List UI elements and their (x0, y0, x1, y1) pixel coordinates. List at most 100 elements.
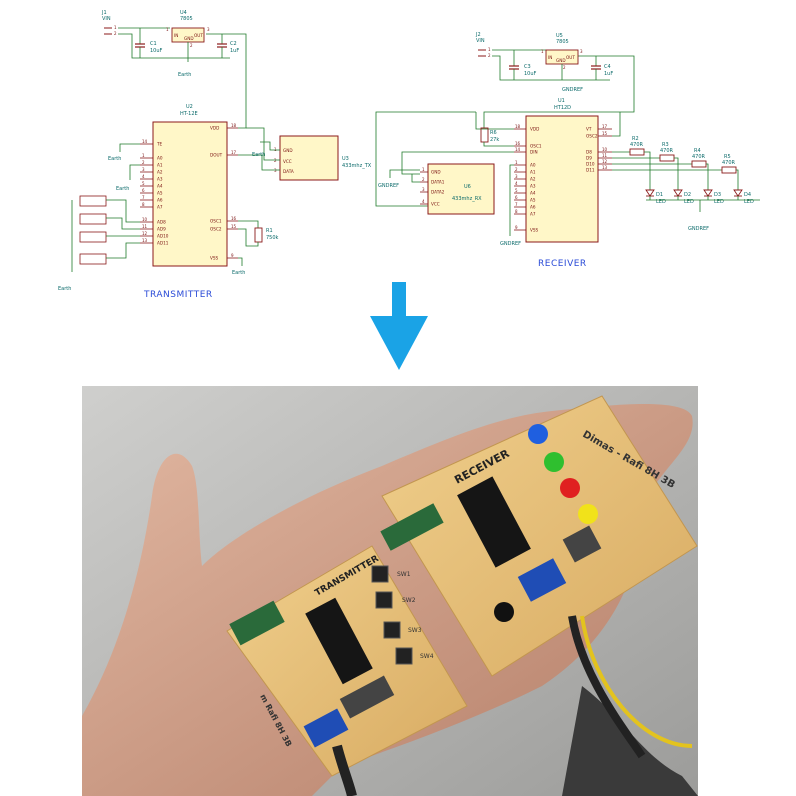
led-yellow (578, 504, 598, 524)
output-resistor-value: 470R (692, 154, 706, 160)
u1-pin-num: 9 (515, 225, 518, 230)
j1-value: VIN (102, 16, 111, 22)
u2-ref: U2 (186, 104, 193, 110)
u2-pin-name: TE (156, 142, 163, 147)
u6-pin-name: VCC (431, 202, 440, 207)
c3-value: 10uF (524, 71, 537, 77)
u2-pin-num: 7 (142, 195, 145, 200)
u1-value: HT12D (554, 105, 571, 111)
u4-out: OUT (194, 33, 203, 38)
u2-pin-name: OSC1 (210, 219, 222, 224)
u2-pin-num: 3 (142, 167, 145, 172)
output-wire (674, 157, 679, 190)
u2-pin-num: 2 (142, 160, 145, 165)
output-resistor-value: 470R (660, 148, 674, 154)
u2-pin-name: AD11 (157, 241, 169, 246)
j1-pin2: 2 (114, 31, 117, 36)
u1-pin-name: D11 (586, 168, 595, 173)
u1-pin-num: 7 (515, 202, 518, 207)
u2-pin-num: 14 (142, 139, 148, 144)
u4-value: 7805 (180, 16, 193, 22)
u6-pin-name: GND (431, 170, 441, 175)
u1-pin-num: 16 (515, 141, 521, 146)
u3-ref: U3 (342, 156, 349, 162)
u2-pin-num: 17 (231, 150, 237, 155)
u2-pin-num: 10 (142, 217, 148, 222)
led-value: LED (684, 199, 694, 205)
output-resistor-ref: R5 (724, 154, 731, 160)
j1-pin1: 1 (114, 25, 117, 30)
u2-pin-num: 8 (142, 202, 145, 207)
tx-switches (79, 195, 107, 265)
output-wire (736, 169, 739, 190)
u1-ic (525, 115, 599, 243)
u1-pin-num: 1 (515, 160, 518, 165)
u1-pin-num: 17 (602, 124, 608, 129)
u1-pin-name: OSC2 (586, 134, 598, 139)
u1-pin-num: 5 (515, 188, 518, 193)
schematic-diagram: J1 VIN 1 2 U4 7805 IN OUT GND 1 3 2 Eart… (58, 10, 760, 300)
u2-pin-num: 13 (142, 238, 148, 243)
tx-sw-label-2: SW2 (402, 597, 416, 604)
u5-pin3: 3 (580, 49, 583, 54)
u2-pin-num: 12 (142, 231, 148, 236)
u1-pin-num: 4 (515, 181, 518, 186)
led-blue (528, 424, 548, 444)
u6-pin-num: 1 (422, 167, 425, 172)
u6-value: 433mhz_RX (452, 196, 482, 202)
output-wire (644, 151, 651, 190)
u2-te-earth: Earth (108, 156, 121, 162)
u5-gndref: GNDREF (562, 87, 583, 93)
r6-value: 27k (490, 137, 499, 143)
u1-pin-num: 8 (515, 209, 518, 214)
u2-pin-name: VDD (210, 126, 219, 131)
led-symbol (645, 189, 655, 197)
j2-value: VIN (476, 38, 485, 44)
u3-pin2-num: 2 (274, 158, 277, 163)
u1-pin-num: 2 (515, 167, 518, 172)
u6-pin-name: DATA2 (431, 190, 445, 195)
u2-addr-earth: Earth (116, 186, 129, 192)
u4-gnd: GND (184, 36, 194, 41)
u2-pin-num: 9 (231, 253, 234, 258)
u1-pin-name: OSC1 (530, 144, 542, 149)
output-resistor-value: 470R (630, 142, 644, 148)
tx-switch-3 (383, 621, 401, 639)
c2-value: 1uF (230, 48, 239, 54)
u3-module (279, 135, 339, 181)
c4-ref: C4 (604, 64, 611, 70)
u6-module (427, 163, 495, 215)
u1-pin-name: A2 (530, 177, 536, 182)
u5-value: 7805 (556, 39, 569, 45)
u1-pin-name: VDD (530, 127, 539, 132)
u5-in: IN (548, 55, 552, 60)
u4-pin1: 1 (166, 27, 169, 32)
u2-pin-name: AD9 (157, 227, 166, 232)
tx-sw-label-3: SW3 (408, 627, 422, 634)
tx-switch-4 (395, 647, 413, 665)
vss-earth: Earth (232, 270, 245, 276)
u1-gndref: GNDREF (500, 241, 521, 247)
u2-pin-num: 11 (142, 224, 148, 229)
j2-ref: J2 (475, 32, 481, 38)
transmitter-schematic: J1 VIN 1 2 U4 7805 IN OUT GND 1 3 2 Eart… (58, 10, 372, 300)
u6-pin-num: 2 (422, 177, 425, 182)
u1-pin-num: 11 (602, 153, 608, 158)
output-wire (706, 163, 709, 190)
led-symbol (733, 189, 743, 197)
receiver-schematic: J2 VIN 1 2 U5 7805 IN OUT GND 1 3 2 GNDR… (375, 32, 760, 269)
sw-earth: Earth (58, 286, 71, 292)
c3-ref: C3 (524, 64, 531, 70)
u1-pin-num: 12 (602, 159, 608, 164)
u6-gndref: GNDREF (378, 183, 399, 189)
tx-terminal-block (303, 708, 349, 748)
u1-pin-name: A6 (530, 205, 536, 210)
tx-switch-1 (371, 565, 389, 583)
u3-pin1-num: 1 (274, 147, 277, 152)
led-value: LED (714, 199, 724, 205)
c4-value: 1uF (604, 71, 613, 77)
u1-pin-name: A1 (530, 170, 536, 175)
led-ref: D4 (744, 192, 751, 198)
